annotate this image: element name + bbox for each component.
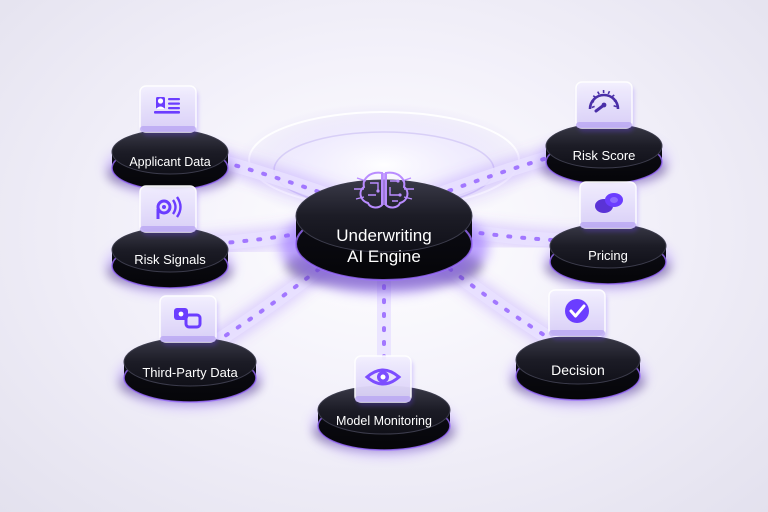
check-circle-icon [565, 299, 589, 323]
node-tile [139, 85, 198, 136]
node-label-risk-signals: Risk Signals [134, 252, 206, 267]
node-pricing[interactable]: Pricing [544, 181, 672, 290]
signal-waves-icon [156, 196, 182, 219]
id-card-icon [154, 97, 180, 114]
node-tile [354, 355, 413, 406]
linked-records-icon [174, 308, 202, 329]
node-decision[interactable]: Decision [510, 289, 646, 406]
node-label-decision: Decision [551, 362, 605, 378]
node-label-third-party-data: Third-Party Data [142, 365, 238, 380]
node-tile [548, 289, 607, 340]
node-tile [139, 185, 198, 236]
coins-icon [595, 193, 623, 213]
node-label-applicant-data: Applicant Data [129, 155, 210, 169]
center-title-line1: Underwriting [336, 226, 431, 245]
node-label-risk-score: Risk Score [573, 148, 636, 163]
node-tile [579, 181, 638, 232]
node-label-model-monitoring: Model Monitoring [336, 414, 432, 428]
node-risk-signals[interactable]: Risk Signals [106, 185, 234, 294]
center-engine[interactable]: Underwriting AI Engine [280, 171, 488, 294]
node-label-pricing: Pricing [588, 248, 628, 263]
node-applicant-data[interactable]: Applicant Data [106, 85, 234, 196]
center-title-line2: AI Engine [347, 247, 421, 266]
node-tile [159, 295, 218, 346]
node-tile [575, 81, 634, 132]
node-third-party-data[interactable]: Third-Party Data [118, 295, 262, 408]
node-risk-score[interactable]: Risk Score [540, 81, 668, 190]
node-model-monitoring[interactable]: Model Monitoring [312, 355, 456, 456]
eye-icon [364, 368, 402, 386]
gauge-icon [588, 89, 620, 113]
brain-circuit-icon [354, 171, 414, 209]
